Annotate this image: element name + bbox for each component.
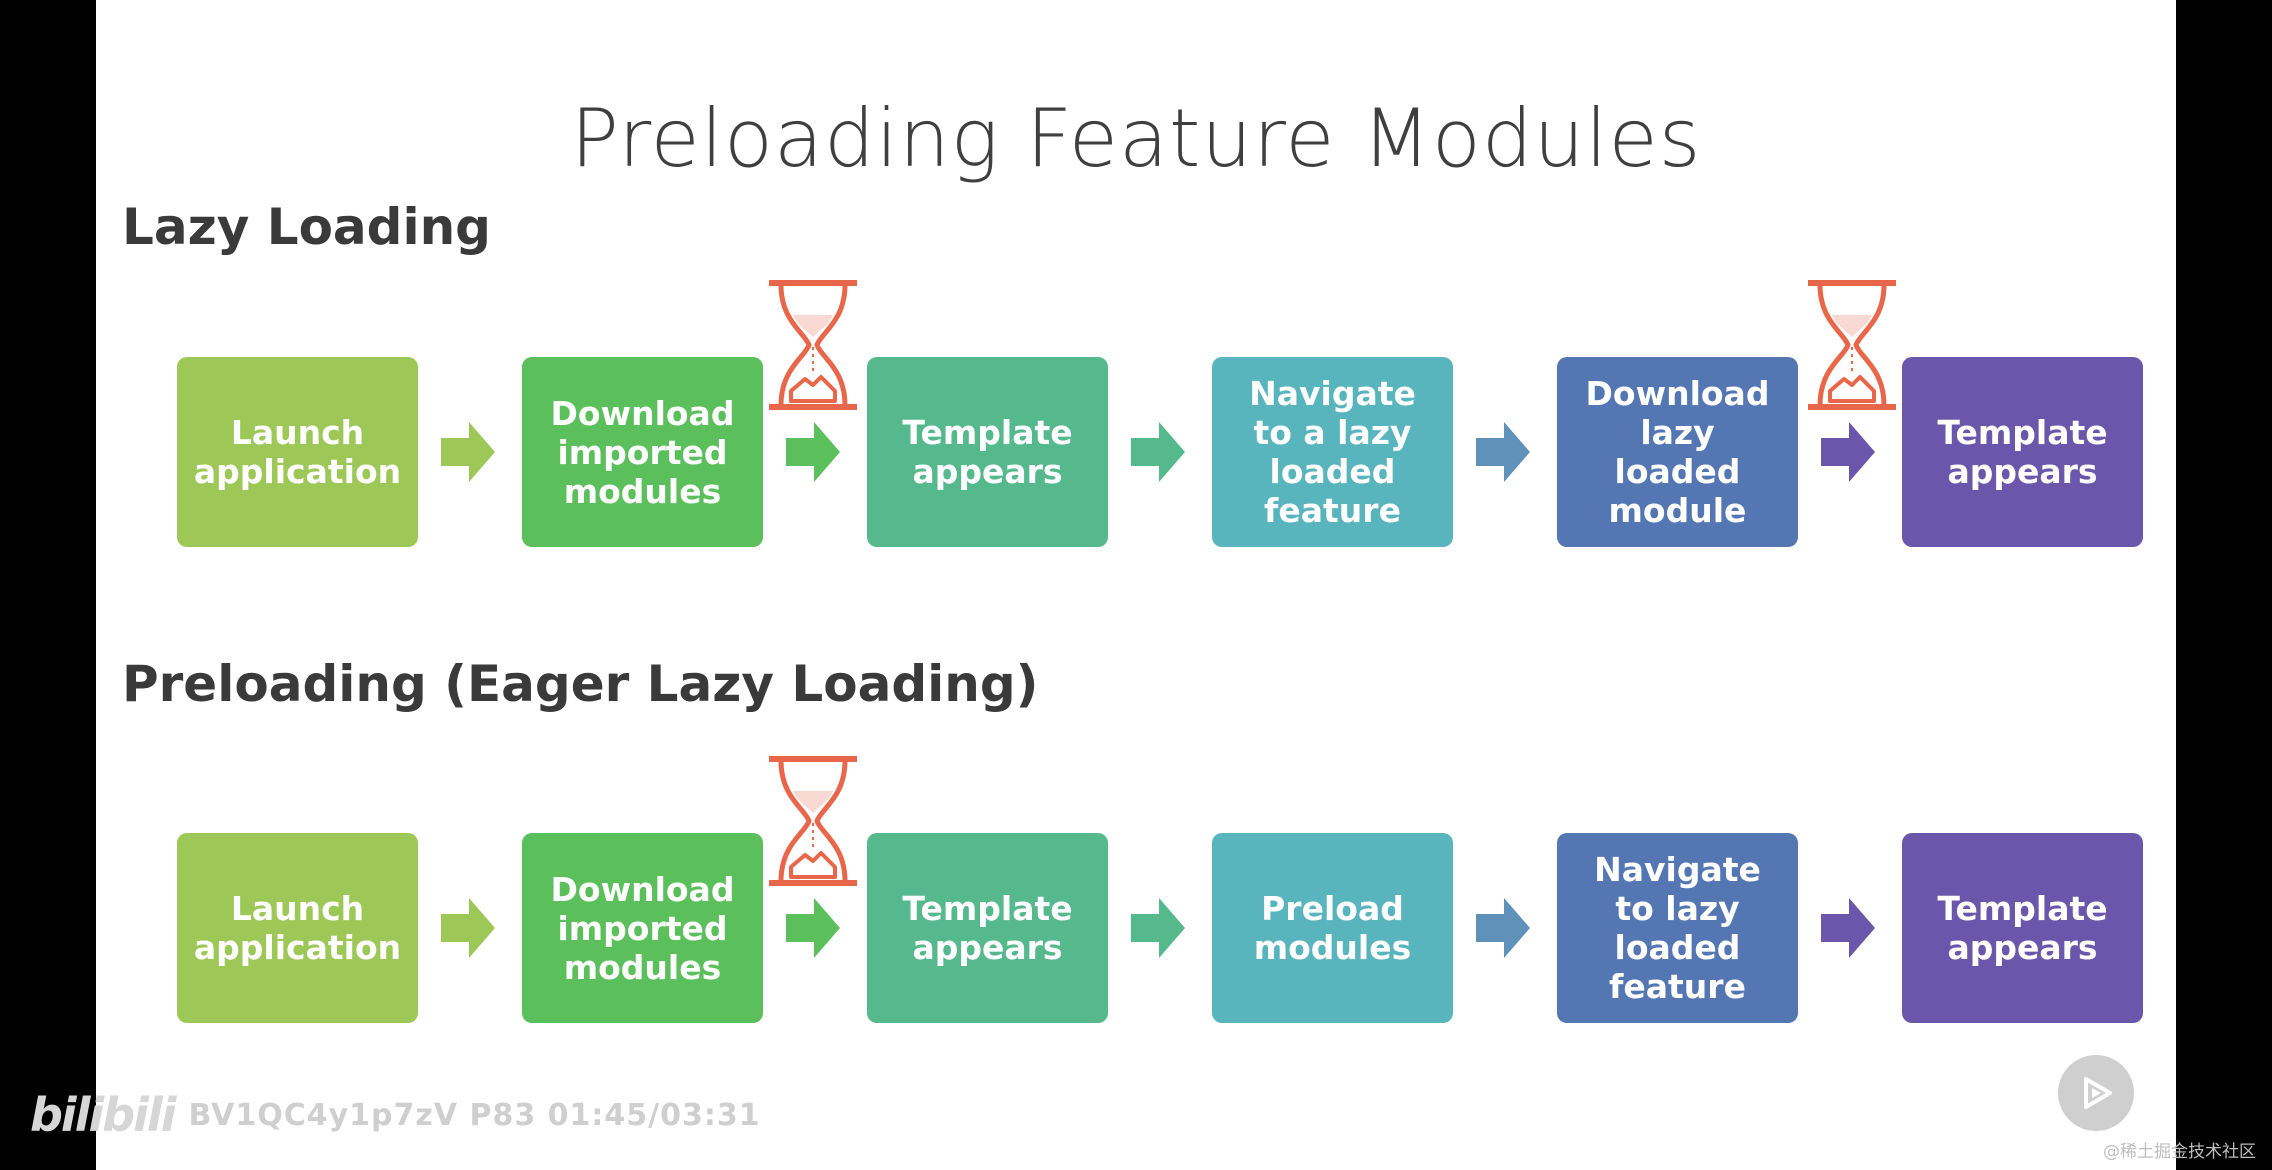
play-icon xyxy=(2084,1077,2112,1109)
video-watermark: bilibili BV1QC4y1p7zV P83 01:45/03:31 xyxy=(30,1088,761,1142)
hourglass-icon xyxy=(765,753,861,889)
step-box-4: Preload modules xyxy=(1212,833,1453,1023)
step-box-2: Download imported modules xyxy=(522,833,763,1023)
step-box-5: Navigate to lazy loaded feature xyxy=(1557,833,1798,1023)
step-box-3: Template appears xyxy=(867,357,1108,547)
arrow-right-icon xyxy=(1821,422,1875,482)
arrow-right-icon xyxy=(1131,898,1185,958)
section-heading-lazy-loading: Lazy Loading xyxy=(122,198,491,256)
arrow-right-icon xyxy=(1476,422,1530,482)
hourglass-icon xyxy=(765,277,861,413)
arrow-right-icon xyxy=(441,898,495,958)
play-button[interactable] xyxy=(2058,1055,2134,1131)
arrow-right-icon xyxy=(441,422,495,482)
section-heading-preloading: Preloading (Eager Lazy Loading) xyxy=(122,655,1039,713)
step-box-6: Template appears xyxy=(1902,833,2143,1023)
bilibili-logo: bilibili xyxy=(30,1088,176,1142)
arrow-right-icon xyxy=(1476,898,1530,958)
step-box-1: Launch application xyxy=(177,833,418,1023)
step-box-3: Template appears xyxy=(867,833,1108,1023)
step-box-6: Template appears xyxy=(1902,357,2143,547)
slide: Preloading Feature Modules Lazy Loading … xyxy=(96,0,2176,1170)
corner-watermark-text: @稀土掘金技术社区 xyxy=(2103,1142,2256,1162)
step-box-2: Download imported modules xyxy=(522,357,763,547)
hourglass-icon xyxy=(1804,277,1900,413)
step-box-4: Navigate to a lazy loaded feature xyxy=(1212,357,1453,547)
step-box-5: Download lazy loaded module xyxy=(1557,357,1798,547)
arrow-right-icon xyxy=(1131,422,1185,482)
flow-row-lazy-loading: Launch application Download imported modu… xyxy=(96,280,2176,547)
video-info: BV1QC4y1p7zV P83 01:45/03:31 xyxy=(188,1097,761,1133)
step-box-1: Launch application xyxy=(177,357,418,547)
flow-row-preloading: Launch application Download imported modu… xyxy=(96,756,2176,1023)
arrow-right-icon xyxy=(786,422,840,482)
arrow-right-icon xyxy=(786,898,840,958)
arrow-right-icon xyxy=(1821,898,1875,958)
slide-title: Preloading Feature Modules xyxy=(570,92,1702,185)
